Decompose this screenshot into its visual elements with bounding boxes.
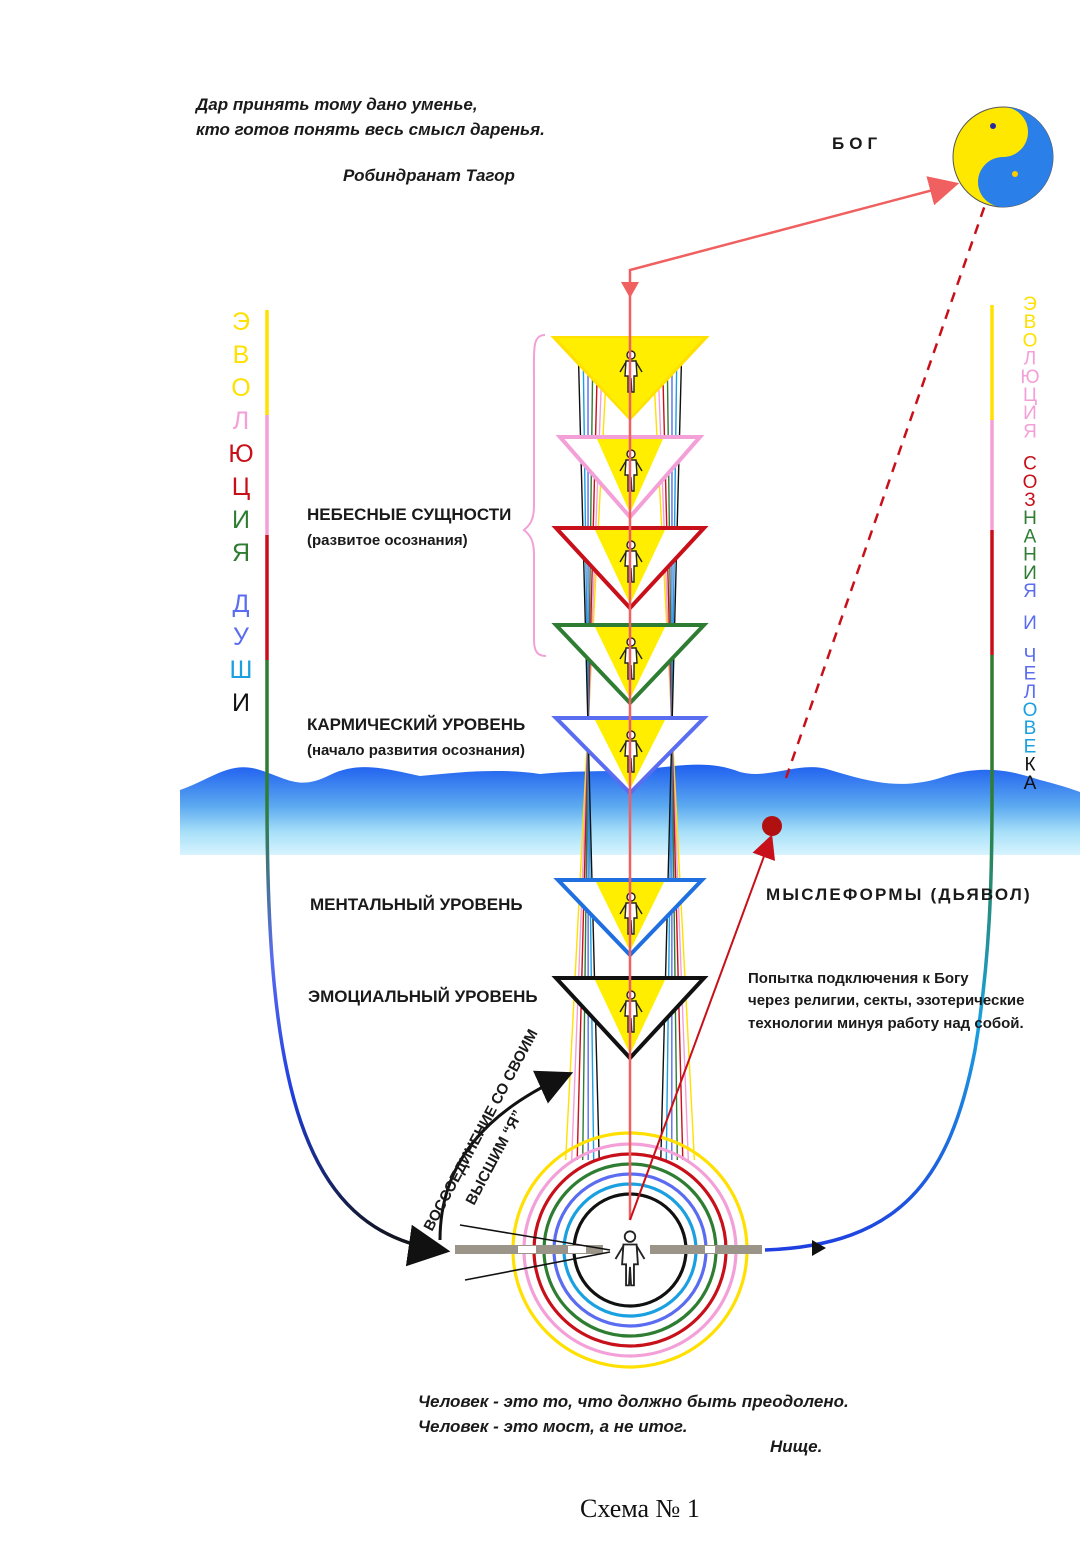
bottom-epigraph-line-1: Человек - это то, что должно быть преодо… xyxy=(418,1392,849,1411)
thoughtform-dot xyxy=(762,816,782,836)
right-vertical-letter: Ч xyxy=(1024,645,1037,666)
left-vertical-letter: Я xyxy=(232,539,250,567)
right-vertical-letter: О xyxy=(1023,472,1038,493)
bottom-epigraph: Человек - это то, что должно быть преодо… xyxy=(418,1392,849,1456)
attempt-text: Попытка подключения к Богу через религии… xyxy=(748,970,1024,1032)
heavenly-title: НЕБЕСНЫЕ СУЩНОСТИ xyxy=(307,505,511,524)
left-vertical-letter: И xyxy=(232,689,250,717)
god-connection-line xyxy=(628,176,960,1220)
wedge-lines xyxy=(459,1224,611,1281)
attempt-line-2: через религии, секты, эзотерические xyxy=(748,992,1024,1009)
reunion-arrow xyxy=(438,1070,574,1241)
right-vertical-letter: О xyxy=(1023,330,1038,351)
right-vertical-letter: Е xyxy=(1024,736,1037,757)
right-vertical-letter: Л xyxy=(1024,682,1036,703)
right-vertical-letter: Л xyxy=(1024,349,1036,370)
left-vertical-letter: О xyxy=(231,374,250,402)
right-vertical-letter: Я xyxy=(1023,421,1037,442)
attempt-line-3: технологии минуя работу над собой. xyxy=(748,1015,1024,1032)
karmic-title: КАРМИЧЕСКИЙ УРОВЕНЬ xyxy=(307,715,525,734)
bottom-epigraph-line-2: Человек - это мост, а не итог. xyxy=(418,1417,687,1436)
right-vertical-letter: С xyxy=(1023,454,1037,475)
left-vertical-letter: Ю xyxy=(228,440,253,468)
mental-title: МЕНТАЛЬНЫЙ УРОВЕНЬ xyxy=(310,895,523,914)
heavenly-sub: (развитое осознания) xyxy=(307,532,468,549)
epigraph-line-2: кто готов понять весь смысл даренья. xyxy=(196,120,545,139)
top-epigraph: Дар принять тому дано уменье, кто готов … xyxy=(194,95,545,185)
right-vertical-letter: Ц xyxy=(1023,385,1037,406)
left-vertical-letter: Д xyxy=(233,590,250,618)
yin-yang-icon xyxy=(952,106,1054,208)
left-vertical-letter: Ц xyxy=(232,473,251,501)
right-vertical-letter: А xyxy=(1024,526,1037,547)
left-vertical-letter: В xyxy=(233,341,250,369)
person-icon-center xyxy=(614,1230,646,1287)
thoughtform-dashed-line xyxy=(784,204,987,779)
left-vertical-letter: Э xyxy=(232,308,250,336)
karmic-sub: (начало развития осознания) xyxy=(307,742,525,759)
scheme-caption: Схема № 1 xyxy=(580,1494,700,1523)
emotional-title: ЭМОЦИАЛЬНЫЙ УРОВЕНЬ xyxy=(308,987,538,1006)
thoughtforms-label: МЫСЛЕФОРМЫ (ДЬЯВОЛ) xyxy=(766,885,1032,904)
right-vertical-letter: И xyxy=(1023,403,1037,424)
heavenly-bracket xyxy=(522,334,547,657)
right-ascent-arrowhead xyxy=(812,1240,826,1256)
right-vertical-letter: Ю xyxy=(1020,367,1039,388)
down-arrowhead xyxy=(621,282,639,298)
right-vertical-letter: В xyxy=(1024,312,1037,333)
right-vertical-letter: О xyxy=(1023,700,1038,721)
right-vertical-letter: И xyxy=(1023,613,1037,634)
bridge-path xyxy=(455,1245,762,1254)
god-label: БОГ xyxy=(832,134,882,153)
right-vertical-letter: К xyxy=(1024,755,1035,776)
left-vertical-letter: У xyxy=(233,623,249,651)
right-vertical-letter: А xyxy=(1024,773,1037,794)
right-vertical-letter: В xyxy=(1024,718,1037,739)
bottom-epigraph-author: Нище. xyxy=(770,1437,822,1456)
right-vertical-letter: И xyxy=(1023,563,1037,584)
right-vertical-letter: Э xyxy=(1023,294,1037,315)
right-vertical-letter: З xyxy=(1024,490,1035,511)
false-connection-line xyxy=(629,834,776,1221)
epigraph-author: Робиндранат Тагор xyxy=(343,166,515,185)
left-descent-arc xyxy=(265,799,451,1267)
right-vertical-letter: Н xyxy=(1023,508,1037,529)
right-ascent-arc xyxy=(764,799,994,1252)
right-vertical-letter: Я xyxy=(1023,581,1037,602)
right-vertical-letter: Н xyxy=(1023,545,1037,566)
epigraph-line-1: Дар принять тому дано уменье, xyxy=(194,95,478,114)
left-vertical-letter: И xyxy=(232,506,250,534)
right-vertical-letter: Е xyxy=(1024,664,1037,685)
attempt-line-1: Попытка подключения к Богу xyxy=(748,970,969,987)
left-vertical-letter: Л xyxy=(233,407,249,435)
left-vertical-letter: Ш xyxy=(230,656,253,684)
